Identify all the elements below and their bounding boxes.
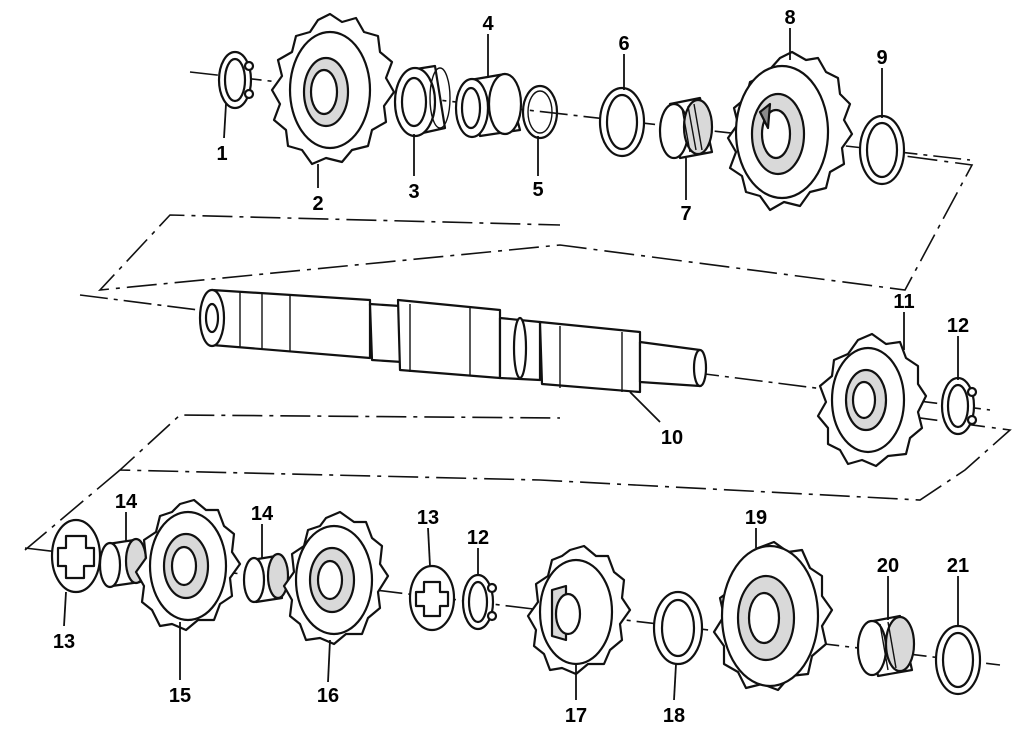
callout-5: 5 [532, 179, 543, 201]
part-20-needle-bearing [856, 614, 916, 678]
part-18-washer [652, 590, 704, 666]
callout-12-lower: 12 [467, 527, 489, 549]
lower-axis [24, 547, 1001, 666]
callout-17: 17 [565, 705, 587, 727]
part-14-needle-bearing-right [242, 552, 290, 604]
part-15-gear [134, 498, 242, 632]
callout-10: 10 [661, 427, 683, 449]
part-10-mainshaft [198, 288, 708, 394]
callout-19: 19 [745, 507, 767, 529]
callout-4: 4 [482, 13, 494, 35]
callout-15: 15 [169, 685, 191, 707]
callout-18: 18 [663, 705, 685, 727]
part-13-lockwasher-left [50, 518, 102, 594]
part-13-lockwasher-middle [408, 564, 456, 632]
part-9-washer [858, 114, 906, 186]
callout-13-left: 13 [53, 631, 75, 653]
part-8-gear [726, 50, 854, 212]
part-7-needle-bearing [658, 96, 714, 160]
guide-planes [24, 149, 1012, 551]
part-14-needle-bearing-left [98, 537, 148, 589]
callout-20: 20 [877, 555, 899, 577]
upper-plane [97, 149, 974, 292]
lower-plane-edge [24, 469, 121, 551]
callout-1: 1 [216, 143, 227, 165]
callout-21: 21 [947, 555, 969, 577]
leader-lines [63, 28, 959, 701]
part-3-bushing [393, 64, 451, 138]
part-12-circlip-lower [461, 573, 498, 631]
callout-9: 9 [876, 47, 887, 69]
callout-14-right: 14 [251, 503, 274, 525]
callout-14-left: 14 [115, 491, 138, 513]
callout-2: 2 [312, 193, 323, 215]
callout-7: 7 [680, 203, 691, 225]
part-12-circlip [940, 376, 978, 436]
part-5-oring [521, 84, 559, 140]
part-16-gear [282, 510, 390, 646]
callout-3: 3 [408, 181, 419, 203]
middle-plane [117, 409, 1012, 501]
callout-8: 8 [784, 7, 795, 29]
part-6-washer [598, 86, 646, 158]
callout-labels: 1 2 3 4 5 6 7 8 9 10 11 12 13 14 15 14 1… [53, 7, 969, 727]
callout-16: 16 [317, 685, 339, 707]
callout-6: 6 [618, 33, 629, 55]
part-11-gear [816, 332, 928, 468]
callout-11: 11 [893, 291, 914, 313]
part-17-gear [526, 544, 632, 676]
part-19-gear [712, 540, 834, 692]
part-4-sleeve [454, 72, 523, 139]
part-1-circlip [217, 50, 255, 110]
part-2-sprocket [270, 12, 396, 166]
part-21-washer [934, 624, 982, 696]
callout-13-middle: 13 [417, 507, 439, 529]
callout-12: 12 [947, 315, 969, 337]
